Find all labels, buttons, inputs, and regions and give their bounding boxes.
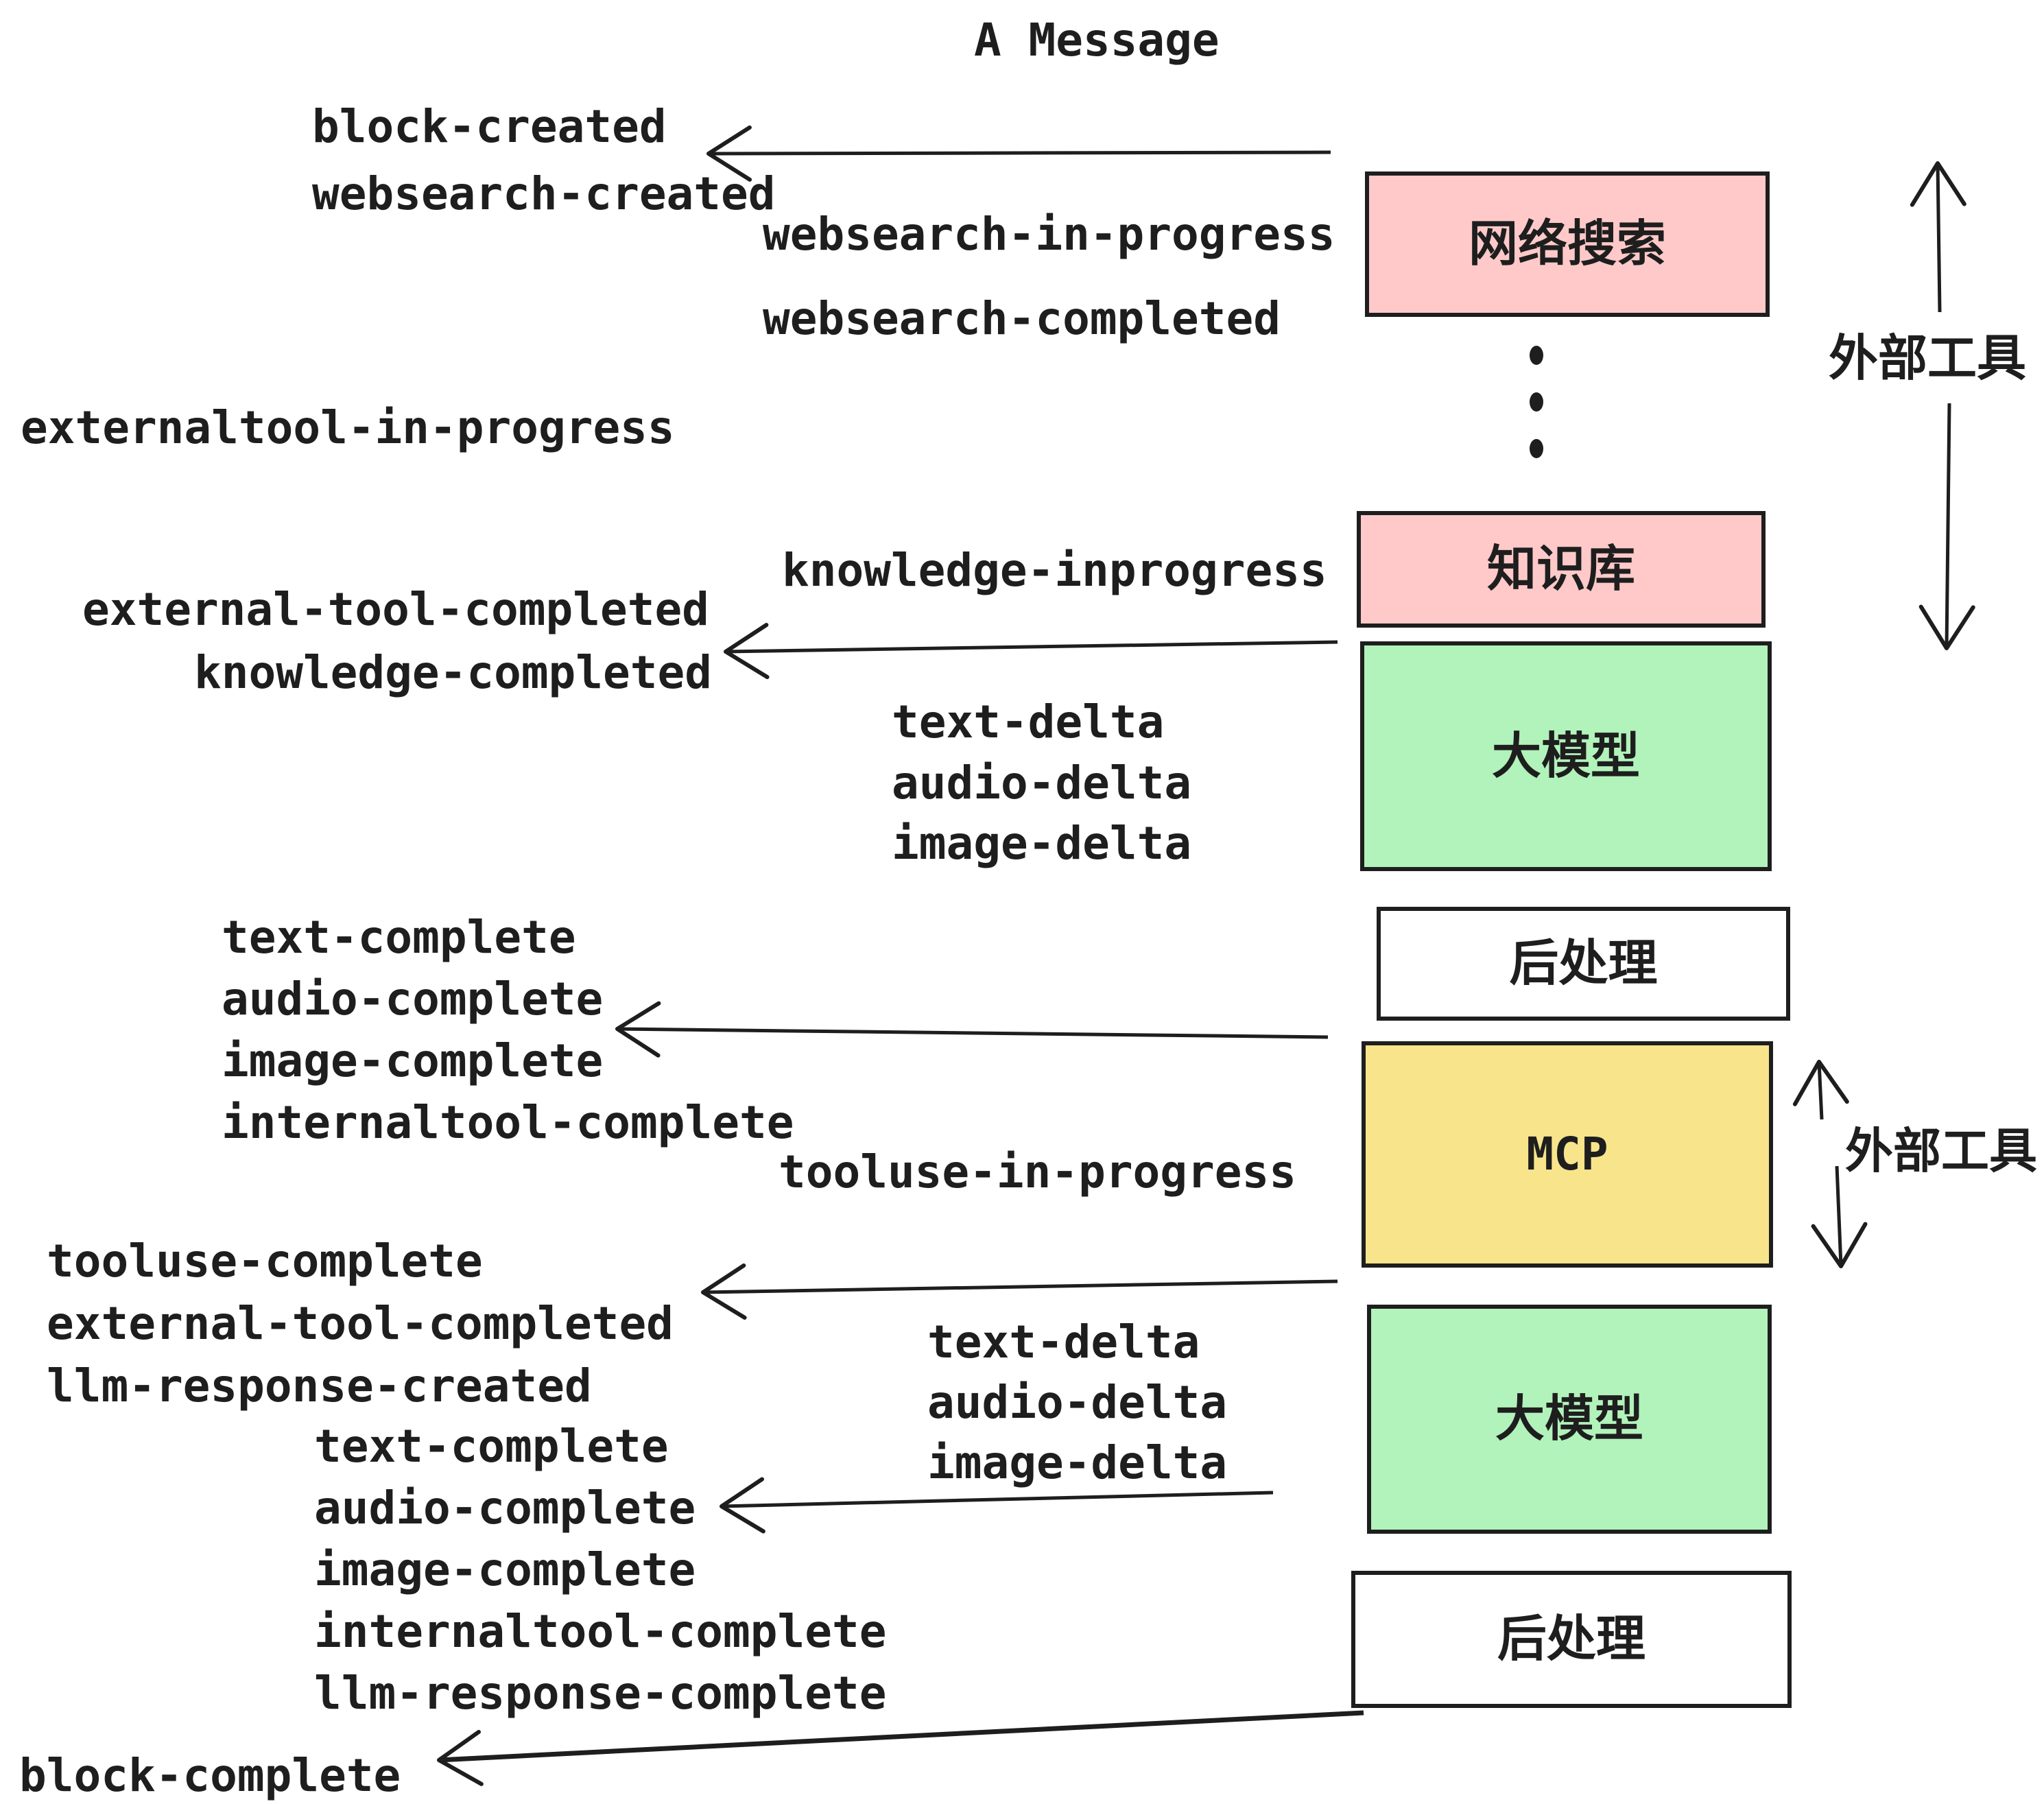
event-llm-response-created: llm-response-created [47,1360,592,1412]
arrow-knowledge-completed [724,623,1338,680]
box-postprocess-top-label: 后处理 [1509,936,1658,991]
external-tools-label-top: 外部工具 [1829,331,2027,386]
event-external-tool-completed: external-tool-completed [82,583,709,636]
event-llm-response-complete: llm-response-complete [314,1667,887,1720]
box-llm-top: 大模型 [1360,641,1772,871]
event-tooluse-in-progress: tooluse-in-progress [779,1146,1296,1198]
box-knowledge: 知识库 [1357,511,1766,628]
box-postprocess-bottom: 后处理 [1351,1571,1792,1708]
event-websearch-completed: websearch-completed [763,292,1281,345]
diagram-title: A Message [974,14,1220,67]
event-tooluse-complete: tooluse-complete [47,1235,483,1287]
event-block-created: block-created [312,100,667,153]
box-mcp: MCP [1362,1041,1773,1268]
box-llm-bottom-label: 大模型 [1495,1392,1643,1447]
box-websearch-label: 网络搜索 [1468,217,1666,272]
event-image-complete-2: image-complete [314,1543,696,1596]
box-websearch: 网络搜索 [1365,171,1770,317]
event-knowledge-inprogress: knowledge-inprogress [782,544,1327,597]
external-tools-label-bottom: 外部工具 [1845,1124,2037,1178]
event-internaltool-complete-2: internaltool-complete [314,1605,887,1658]
arrow-external-tools-down-top [1918,403,1975,650]
event-websearch-created: websearch-created [312,167,776,220]
event-knowledge-completed: knowledge-completed [194,646,712,699]
event-internaltool-complete: internaltool-complete [222,1096,794,1149]
event-audio-delta: audio-delta [892,757,1192,809]
event-external-tool-completed-2: external-tool-completed [47,1297,674,1350]
event-image-delta: image-delta [892,817,1192,870]
event-image-complete: image-complete [222,1034,604,1087]
box-postprocess-bottom-label: 后处理 [1497,1612,1645,1667]
box-postprocess-top: 后处理 [1377,907,1790,1021]
arrow-image-complete [615,1001,1329,1058]
event-block-complete: block-complete [19,1749,401,1802]
box-llm-top-label: 大模型 [1491,728,1640,784]
event-image-delta-2: image-delta [927,1436,1228,1489]
event-text-delta: text-delta [892,696,1165,748]
arrow-audio-complete [720,1477,1274,1534]
box-knowledge-label: 知识库 [1486,542,1635,597]
event-audio-complete-2: audio-complete [314,1482,696,1534]
event-text-complete: text-complete [222,911,576,964]
ellipsis-dots [1530,346,1543,458]
event-text-delta-2: text-delta [927,1316,1200,1368]
event-externaltool-in-progress: externaltool-in-progress [21,401,675,454]
event-websearch-in-progress: websearch-in-progress [763,208,1335,261]
event-audio-complete: audio-complete [222,973,604,1025]
event-audio-delta-2: audio-delta [927,1376,1228,1429]
arrow-external-tools-up-bottom [1792,1060,1849,1120]
box-llm-bottom: 大模型 [1367,1305,1772,1534]
arrow-external-tools-up-top [1910,161,1966,313]
box-mcp-label: MCP [1526,1128,1608,1180]
arrow-websearch-created [706,125,1331,182]
event-text-complete-2: text-complete [314,1420,669,1473]
arrow-tooluse-complete [701,1263,1338,1320]
arrow-external-tools-down-bottom [1811,1165,1868,1268]
arrow-block-complete [437,1710,1364,1786]
